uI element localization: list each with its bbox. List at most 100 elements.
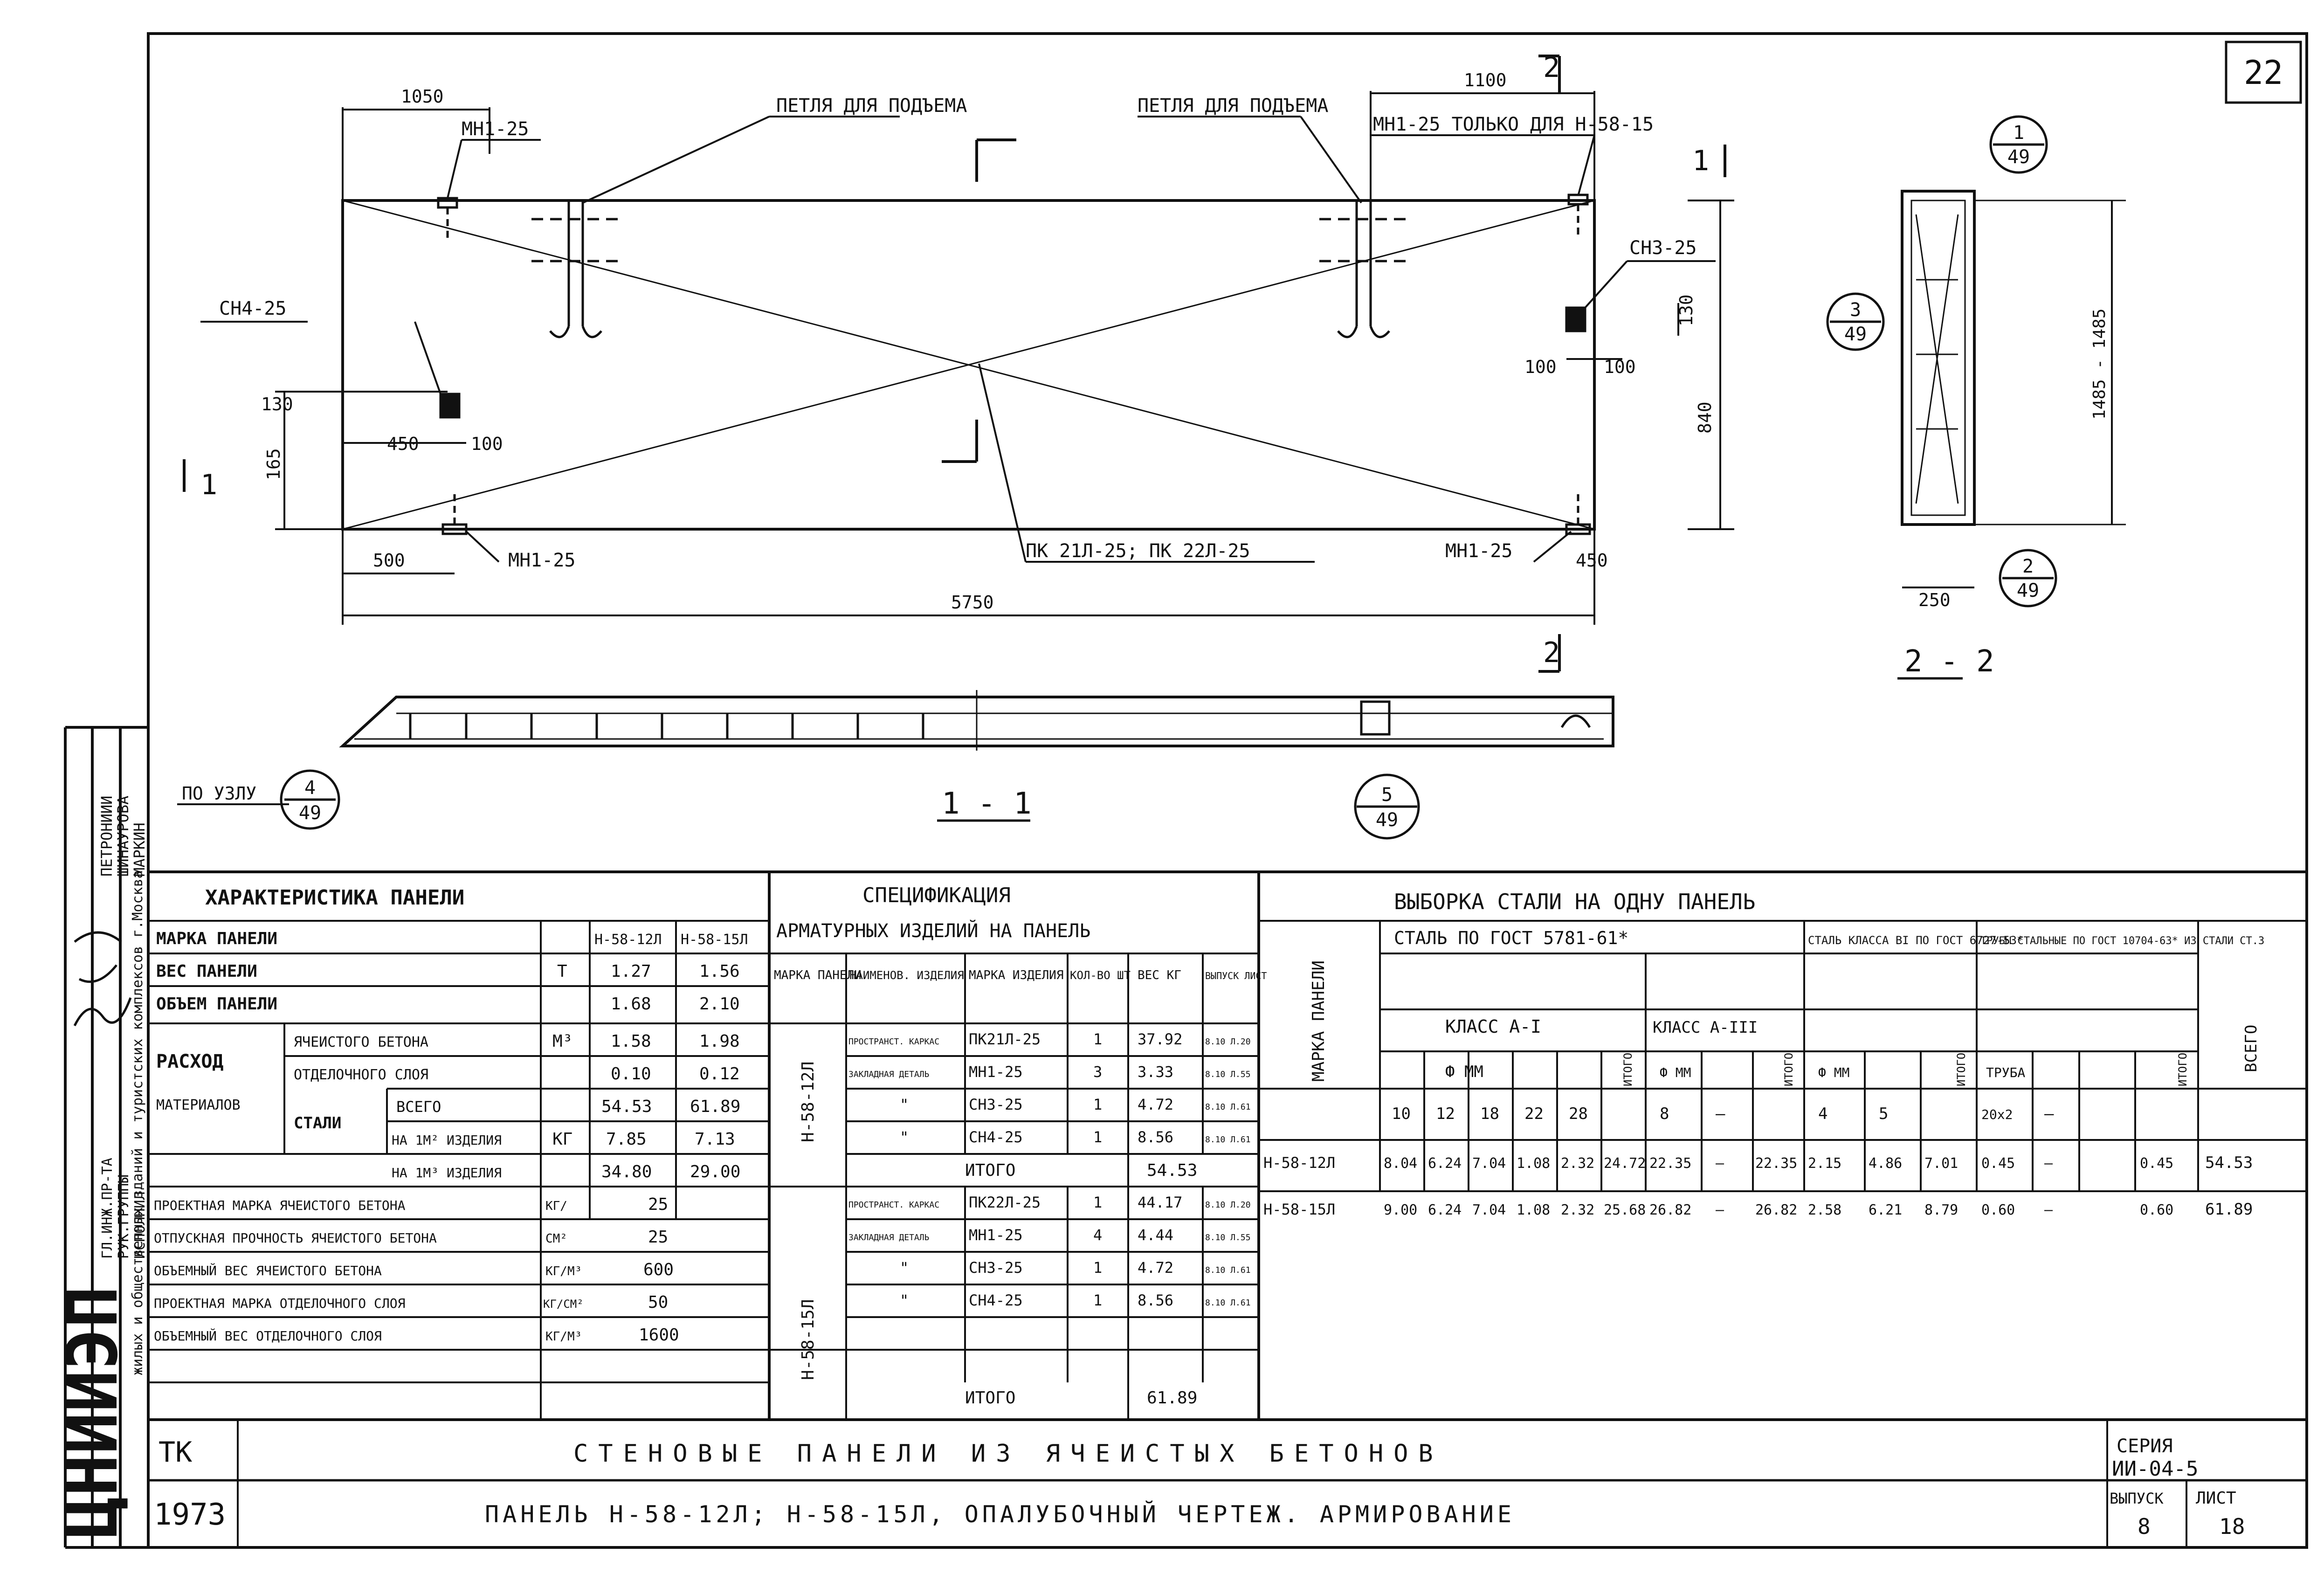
section-1-1-label: 1 - 1 [942,787,1032,821]
char-row-unit: Т [557,962,567,981]
steel-cell: 6.24 [1428,1155,1462,1172]
spec-item-qty: 1 [1093,1030,1102,1048]
panel-elevation: 2 2 1 1 1050 1100 500 5750 450 100 130 1… [183,51,1734,673]
tb-title-2: ПАНЕЛЬ Н-58-12Л; Н-58-15Л, ОПАЛУБОЧНЫЙ Ч… [485,1500,1515,1528]
spec-title2: АРМАТУРНЫХ ИЗДЕЛИЙ НА ПАНЕЛЬ [776,919,1090,942]
steel-cell: 7.04 [1472,1202,1506,1218]
spec-item-mark: СН4-25 [969,1128,1023,1146]
spec-item-mark: ПК22Л-25 [969,1194,1041,1211]
steel-cell: 7.01 [1924,1155,1958,1172]
char-row-unit: КГ [552,1130,572,1149]
tb-year: 1973 [154,1498,226,1532]
dim-130: 130 [261,394,293,414]
spec-item-ref: 8.10 Л.61 [1205,1135,1251,1145]
steel-diam: 10 [1392,1105,1411,1123]
callout-2-num: 2 [2022,556,2034,577]
section-2-2-label: 2 - 2 [1904,644,1994,679]
steel-phi-b1: Ф ММ [1818,1065,1849,1080]
spec-item-ref: 8.10 Л.61 [1205,1265,1251,1275]
spec-item-weight: 37.92 [1138,1030,1182,1048]
callout-2-den: 49 [2017,580,2039,601]
staff-role-1: ГЛ.ИНЖ.ПР-ТА [99,1158,116,1259]
dim-100-right-b: 100 [1604,357,1636,377]
steel-diam: 18 [1480,1105,1499,1123]
steel-cell: — [2044,1202,2053,1218]
steel-cell: 61.89 [2205,1200,2253,1219]
steel-itogo-b1: ИТОГО [1955,1053,1968,1086]
char-extra-value: 25 [648,1195,668,1214]
staff-name-1: ПЕТРОНИИИ [98,796,116,877]
spec-item-weight: 8.56 [1138,1128,1173,1146]
signature [73,931,132,1027]
callout-4-den: 49 [299,802,321,824]
steel-cell: — [1716,1155,1724,1172]
char-row-v1: 1.27 [611,962,651,981]
steel-cell: 2.32 [1561,1202,1594,1218]
spec-item-mark: СН3-25 [969,1096,1023,1113]
spec-item-mark: СН4-25 [969,1291,1023,1309]
char-rashod: РАСХОД [156,1051,224,1072]
spec-item-ref: 8.10 Л.20 [1205,1200,1251,1210]
char-extra-unit: СМ² [545,1232,567,1246]
steel-pipes: ТРУБЫ СТАЛЬНЫЕ ПО ГОСТ 10704-63* ИЗ СТАЛ… [1980,935,2264,947]
staff-role-3: ИСПОЛНИЛ [132,1192,148,1259]
spec-item-name: " [900,1128,909,1146]
spec-item-name: " [900,1096,909,1113]
spec-item-ref: 8.10 Л.55 [1205,1233,1251,1243]
staff-name-3: МАРКИН [131,822,148,877]
spec-item-qty: 3 [1093,1063,1102,1081]
spec-item-name: ЗАКЛАДНАЯ ДЕТАЛЬ [848,1070,930,1079]
spec-header: ВЕС КГ [1138,968,1181,982]
stamp-logo: ЦНИИЭП [52,1286,133,1539]
char-row-label: ВСЕГО [396,1098,441,1116]
spec-header: КОЛ-ВО ШТ [1070,969,1131,982]
char-row-v2: 2.10 [699,994,740,1014]
label-pk: ПК 21Л-25; ПК 22Л-25 [1026,540,1250,562]
steel-cell: 7.04 [1472,1155,1506,1172]
steel-title: ВЫБОРКА СТАЛИ НА ОДНУ ПАНЕЛЬ [1394,889,1755,914]
spec-item-ref: 8.10 Л.55 [1205,1070,1251,1079]
steel-cell: 26.82 [1755,1202,1797,1218]
spec-item-mark: СН3-25 [969,1259,1023,1277]
lifting-loop-right [1319,200,1408,338]
steel-itogo-pipe: ИТОГО [2176,1053,2189,1086]
char-row-v2: 7.13 [695,1130,735,1149]
spec-item-weight: 4.72 [1138,1259,1173,1277]
spec-item-name: ЗАКЛАДНАЯ ДЕТАЛЬ [848,1233,930,1243]
label-mn-top-right: МН1-25 ТОЛЬКО ДЛЯ Н-58-15 [1373,114,1654,135]
char-stali: СТАЛИ [294,1114,341,1132]
steel-truba: ТРУБА [1986,1065,2025,1080]
char-title: ХАРАКТЕРИСТИКА ПАНЕЛИ [205,886,464,910]
sheet-frame [64,32,2308,1549]
callouts [280,115,2057,840]
char-row-v2: 1.56 [699,962,740,981]
steel-cell: 9.00 [1384,1202,1417,1218]
steel-cell: 54.53 [2205,1153,2253,1172]
char-extra-label: ПРОЕКТНАЯ МАРКА ЯЧЕИСТОГО БЕТОНА [154,1198,406,1213]
embed-sn3 [1565,306,1586,332]
char-row-v1: 7.85 [606,1130,647,1149]
dim-1485: 1485 - 1485 [2090,309,2109,420]
steel-diam: 12 [1436,1105,1455,1123]
cut-label-left: 1 [200,469,217,501]
left-stamp: ЦНИИЭП жилых и общественных зданий и тур… [52,796,148,1539]
spec-header: ВЫПУСК ЛИСТ [1205,970,1267,981]
char-extra-label: ОТПУСКНАЯ ПРОЧНОСТЬ ЯЧЕИСТОГО БЕТОНА [154,1230,437,1246]
leader-lines [200,116,1716,563]
steel-diam: 5 [1879,1105,1888,1123]
steel-cell: 2.15 [1808,1155,1841,1172]
section-2-2: 250 1485 - 1485 2 - 2 [1897,190,2126,680]
char-extra-label: ОБЪЕМНЫЙ ВЕС ЯЧЕИСТОГО БЕТОНА [154,1263,382,1278]
spec-item-weight: 3.33 [1138,1063,1173,1081]
spec-header: МАРКА ПАНЕЛИ [774,968,862,982]
label-mn-top-left: МН1-25 [462,118,529,140]
char-row-v2: 1.98 [699,1032,740,1051]
steel-table: ВЫБОРКА СТАЛИ НА ОДНУ ПАНЕЛЬ МАРКА ПАНЕЛ… [1263,889,2264,1219]
steel-cell: 26.82 [1649,1202,1691,1218]
steel-cell: — [2044,1155,2053,1172]
spec-title1: СПЕЦИФИКАЦИЯ [862,884,1011,907]
steel-cell: 25.68 [1604,1202,1646,1218]
steel-cell: 6.21 [1869,1202,1902,1218]
tb-tk: ТК [159,1436,192,1469]
steel-cell: 22.35 [1755,1155,1797,1172]
